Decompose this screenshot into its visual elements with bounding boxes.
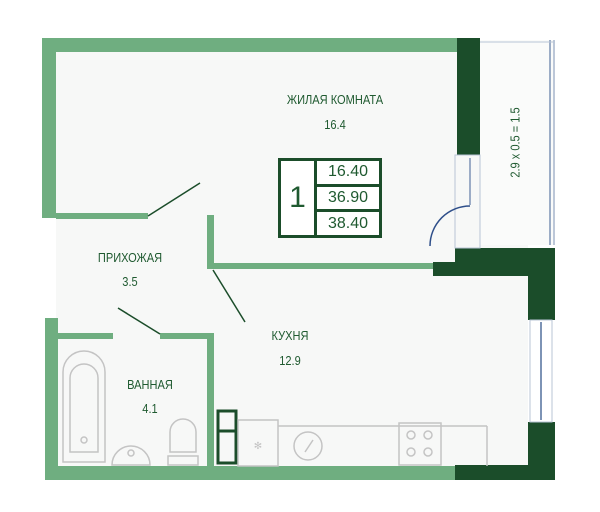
bathroom-name: ВАННАЯ (127, 377, 173, 392)
svg-text:✻: ✻ (254, 441, 262, 452)
kitchen-counter: ✻ (216, 409, 488, 467)
hallway-door-line (147, 182, 201, 217)
kitchen-right-wall-upper (528, 248, 555, 320)
rooms-count: 1 (281, 161, 317, 235)
balcony-window (480, 40, 555, 245)
bottom-wall (45, 466, 457, 480)
exterior-block-stub (433, 262, 457, 276)
bathtub (62, 350, 106, 463)
kitchen-window (529, 319, 553, 423)
sink (111, 445, 151, 466)
area-summary-table: 1 16.40 36.90 38.40 (278, 158, 382, 238)
hallway-area: 3.5 (122, 274, 138, 289)
left-wall-upper (42, 38, 56, 218)
bathroom-right-wall (207, 333, 214, 470)
balcony-area (480, 40, 555, 245)
living-kitchen-wall (207, 263, 433, 269)
bathroom-top-wall-left (58, 333, 113, 339)
kitchen-area: 12.9 (279, 353, 301, 368)
partition-vertical (207, 215, 214, 269)
balcony-door (429, 154, 481, 249)
kitchen-name: КУХНЯ (271, 328, 309, 343)
balcony-formula: 2.9 x 0.5 = 1.5 (507, 107, 523, 178)
total-area-value: 36.90 (317, 187, 379, 213)
top-wall (42, 38, 457, 52)
bathroom-door-line (117, 307, 161, 335)
living-room-name: ЖИЛАЯ КОМНАТА (286, 92, 384, 107)
bathroom-area: 4.1 (142, 401, 158, 416)
total-with-balcony-value: 38.40 (327, 214, 369, 232)
bathroom-left-wall (45, 318, 58, 480)
living-area-value: 16.40 (317, 161, 379, 187)
floor-area (56, 52, 528, 466)
bottom-right-corner (455, 465, 555, 480)
toilet (167, 418, 199, 466)
kitchen-door-line (212, 269, 246, 323)
living-room-area: 16.4 (324, 117, 346, 132)
bathroom-top-wall-right (160, 333, 214, 339)
hallway-name: ПРИХОЖАЯ (97, 250, 163, 265)
exterior-column-top (457, 38, 480, 155)
hallway-wall (56, 213, 148, 219)
